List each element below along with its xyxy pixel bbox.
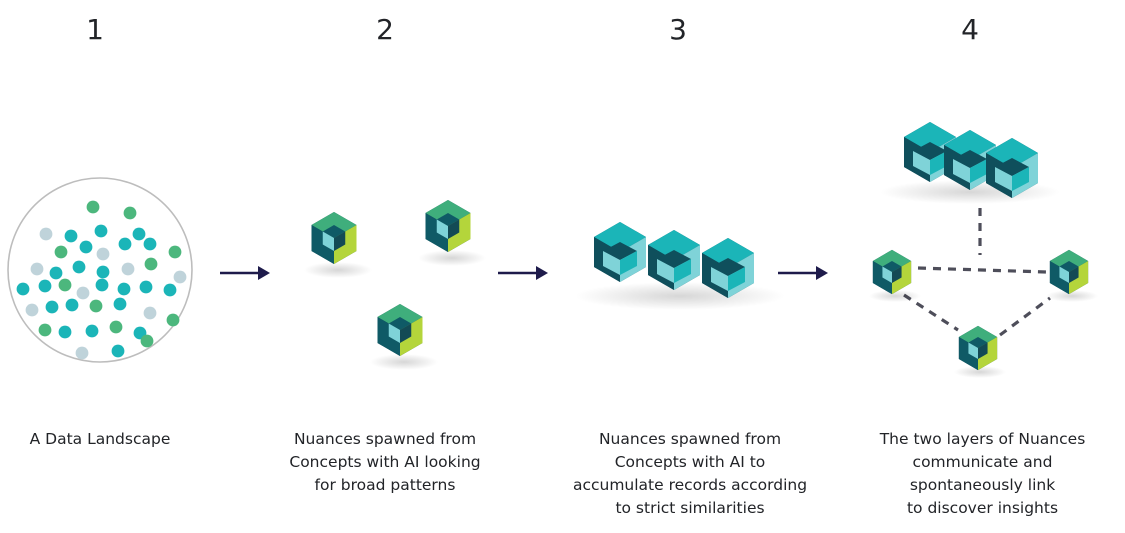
data-point-dot [76,286,90,300]
caption-line: for broad patterns [314,476,456,494]
data-point-dot [123,206,137,220]
data-point-dot [140,334,154,348]
data-point-dot [86,200,100,214]
arrow-1-to-2 [220,266,270,280]
caption-line: to strict similarities [615,499,765,517]
data-point-dot [16,282,30,296]
data-point-dot [95,278,109,292]
caption-line: Concepts with AI looking [289,453,481,471]
data-point-dot [111,344,125,358]
data-point-dot [54,245,68,259]
step-4-linked-layers [869,122,1098,378]
data-point-dot [168,245,182,259]
data-point-dot [143,306,157,320]
arrow-2-to-3 [498,266,548,280]
data-point-dot [144,257,158,271]
data-point-dot [72,260,86,274]
caption-line: Nuances spawned from [293,430,477,448]
nuance-cube [425,200,471,252]
arrow-3-to-4 [778,266,828,280]
caption-line: Concepts with AI to [614,453,766,471]
step-2-nuance-cubes [304,200,486,370]
data-point-dot [25,303,39,317]
caption-line: to discover insights [906,499,1059,517]
nuance-cube [311,212,357,264]
step-number-4: 4 [961,13,979,46]
caption-step-1: A Data Landscape [0,428,200,451]
data-point-dot [30,262,44,276]
caption-line: spontaneously link [909,476,1056,494]
data-point-dot [45,300,59,314]
step-number-1: 1 [86,13,104,46]
data-landscape-circle [7,177,193,363]
caption-line: A Data Landscape [29,430,171,448]
caption-step-4: The two layers of Nuances communicate and… [840,428,1125,520]
data-point-dot [117,282,131,296]
data-point-dot [39,227,53,241]
data-point-dot [75,346,89,360]
step-number-2: 2 [376,13,394,46]
step-number-3: 3 [669,13,687,46]
caption-line: Nuances spawned from [598,430,782,448]
caption-line: communicate and [912,453,1053,471]
caption-line: accumulate records according [572,476,808,494]
data-point-dot [139,280,153,294]
nuance-cube [377,304,423,356]
data-point-dot [121,262,135,276]
data-point-dot [94,224,108,238]
step-3-cube-chain [575,222,785,310]
data-point-dot [38,323,52,337]
data-point-dot [85,324,99,338]
data-point-dot [173,270,187,284]
data-point-dot [58,325,72,339]
data-point-dot [89,299,103,313]
data-point-dot [166,313,180,327]
data-point-dot [109,320,123,334]
data-point-dot [79,240,93,254]
data-point-dot [58,278,72,292]
data-point-dot [49,266,63,280]
caption-line: The two layers of Nuances [879,430,1086,448]
data-point-dot [113,297,127,311]
data-point-dot [143,237,157,251]
link-lines [903,208,1051,337]
data-point-dot [96,265,110,279]
data-point-dot [132,227,146,241]
data-point-dot [65,298,79,312]
data-point-dot [163,283,177,297]
data-point-dot [64,229,78,243]
data-point-dot [38,279,52,293]
data-point-dot [96,247,110,261]
data-point-dot [118,237,132,251]
